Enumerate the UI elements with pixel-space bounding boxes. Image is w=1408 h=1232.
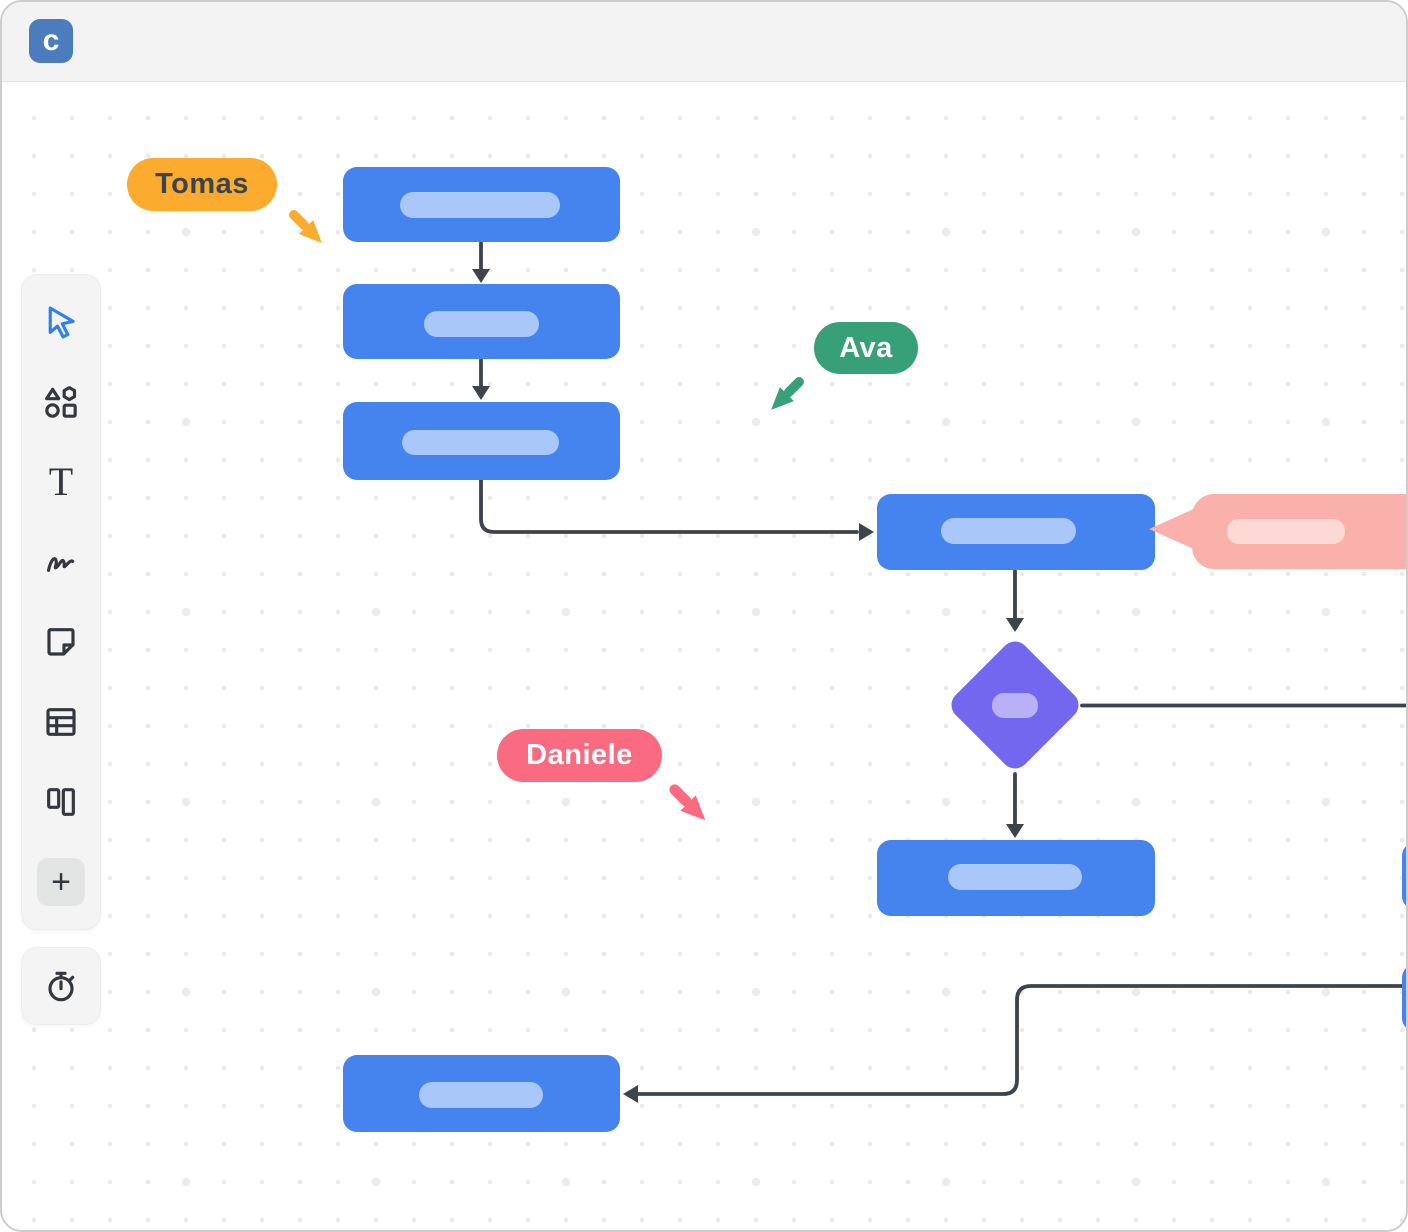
flow-node-7[interactable] <box>343 1055 620 1132</box>
node-text-placeholder <box>424 311 539 337</box>
add-shape-button[interactable]: + <box>22 842 100 922</box>
node-text-placeholder <box>400 192 560 218</box>
app-logo-letter: c <box>42 24 60 57</box>
draw-tool-button[interactable] <box>22 522 100 602</box>
timer-button[interactable] <box>21 947 101 1025</box>
canvas[interactable] <box>2 82 1406 1230</box>
collaborator-label-daniele: Daniele <box>497 729 662 782</box>
collaborator-cursor-tomas <box>289 210 322 243</box>
flow-node-3[interactable] <box>343 402 620 480</box>
shapes-icon <box>45 386 77 418</box>
arrowhead <box>859 523 874 541</box>
text-tool-button[interactable]: T <box>22 442 100 522</box>
top-bar: c <box>2 2 1406 82</box>
table-icon <box>46 708 76 736</box>
flow-node-2[interactable] <box>343 284 620 359</box>
kanban-icon <box>47 788 75 816</box>
arrowhead <box>1006 824 1024 838</box>
comment-callout-tail <box>1149 508 1196 550</box>
plus-icon: + <box>51 863 71 901</box>
collaborator-cursor-daniele <box>669 784 706 821</box>
sticky-note-tool-button[interactable] <box>22 602 100 682</box>
flow-node-9-offscreen[interactable] <box>1402 964 1406 1032</box>
arrowhead <box>472 386 490 400</box>
node-text-placeholder <box>941 518 1076 544</box>
scribble-icon <box>46 557 75 572</box>
arrowhead <box>623 1085 638 1103</box>
cursor-icon <box>48 306 75 339</box>
flow-node-8-offscreen[interactable] <box>1402 842 1406 910</box>
kanban-tool-button[interactable] <box>22 762 100 842</box>
arrowhead <box>472 269 490 283</box>
text-icon: T <box>48 459 74 504</box>
comment-text-placeholder <box>1227 519 1345 544</box>
tools-panel: T <box>21 274 101 930</box>
sticky-note-icon <box>47 628 75 656</box>
collaborator-label-tomas: Tomas <box>127 158 277 211</box>
connector-n9-n7[interactable] <box>636 984 1406 1096</box>
node-text-placeholder <box>419 1082 543 1108</box>
shapes-tool-button[interactable] <box>22 362 100 442</box>
collaborator-label-ava: Ava <box>814 322 918 374</box>
arrowhead <box>1006 618 1024 632</box>
connector-n3-n4[interactable] <box>479 478 859 534</box>
app-logo[interactable]: c <box>29 19 73 63</box>
node-text-placeholder <box>948 864 1082 890</box>
select-tool-button[interactable] <box>22 282 100 362</box>
stopwatch-icon <box>48 971 75 1002</box>
flow-node-6[interactable] <box>877 840 1155 916</box>
comment-callout[interactable] <box>1192 494 1406 569</box>
collaborator-name: Daniele <box>526 739 633 771</box>
table-tool-button[interactable] <box>22 682 100 762</box>
node-text-placeholder <box>402 430 559 455</box>
collaborator-name: Tomas <box>155 168 249 200</box>
flow-node-1[interactable] <box>343 167 620 242</box>
collaborator-cursor-ava <box>771 377 804 410</box>
flow-node-4[interactable] <box>877 494 1155 570</box>
collaborator-name: Ava <box>839 331 893 364</box>
node-text-placeholder <box>992 693 1038 718</box>
